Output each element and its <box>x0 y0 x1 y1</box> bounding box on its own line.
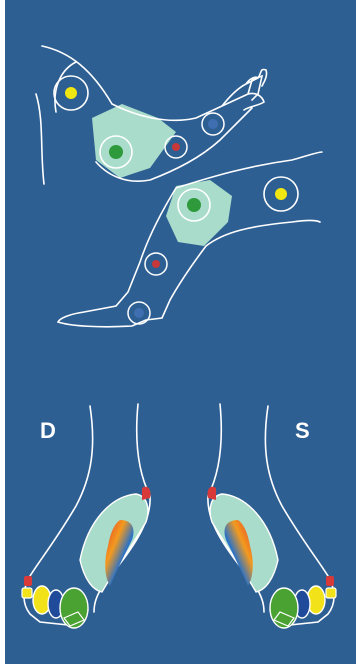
left-foot-figure <box>207 404 336 628</box>
right-foot-label: D <box>40 420 56 442</box>
right-heel-marker <box>142 487 151 500</box>
right-toes <box>22 576 88 628</box>
arm-figure <box>36 46 267 184</box>
arm-red-point <box>165 136 187 158</box>
left-toes <box>270 576 336 628</box>
leg-blue-point <box>128 302 150 324</box>
leg-red-point <box>145 253 167 275</box>
arm-yellow-point <box>54 76 88 110</box>
left-heel-marker <box>207 487 216 500</box>
arm-blue-point <box>202 113 224 135</box>
hand-outline-icon <box>222 69 267 110</box>
left-foot-label: S <box>295 420 310 442</box>
leg-figure <box>58 152 322 327</box>
leg-yellow-point <box>264 177 298 211</box>
